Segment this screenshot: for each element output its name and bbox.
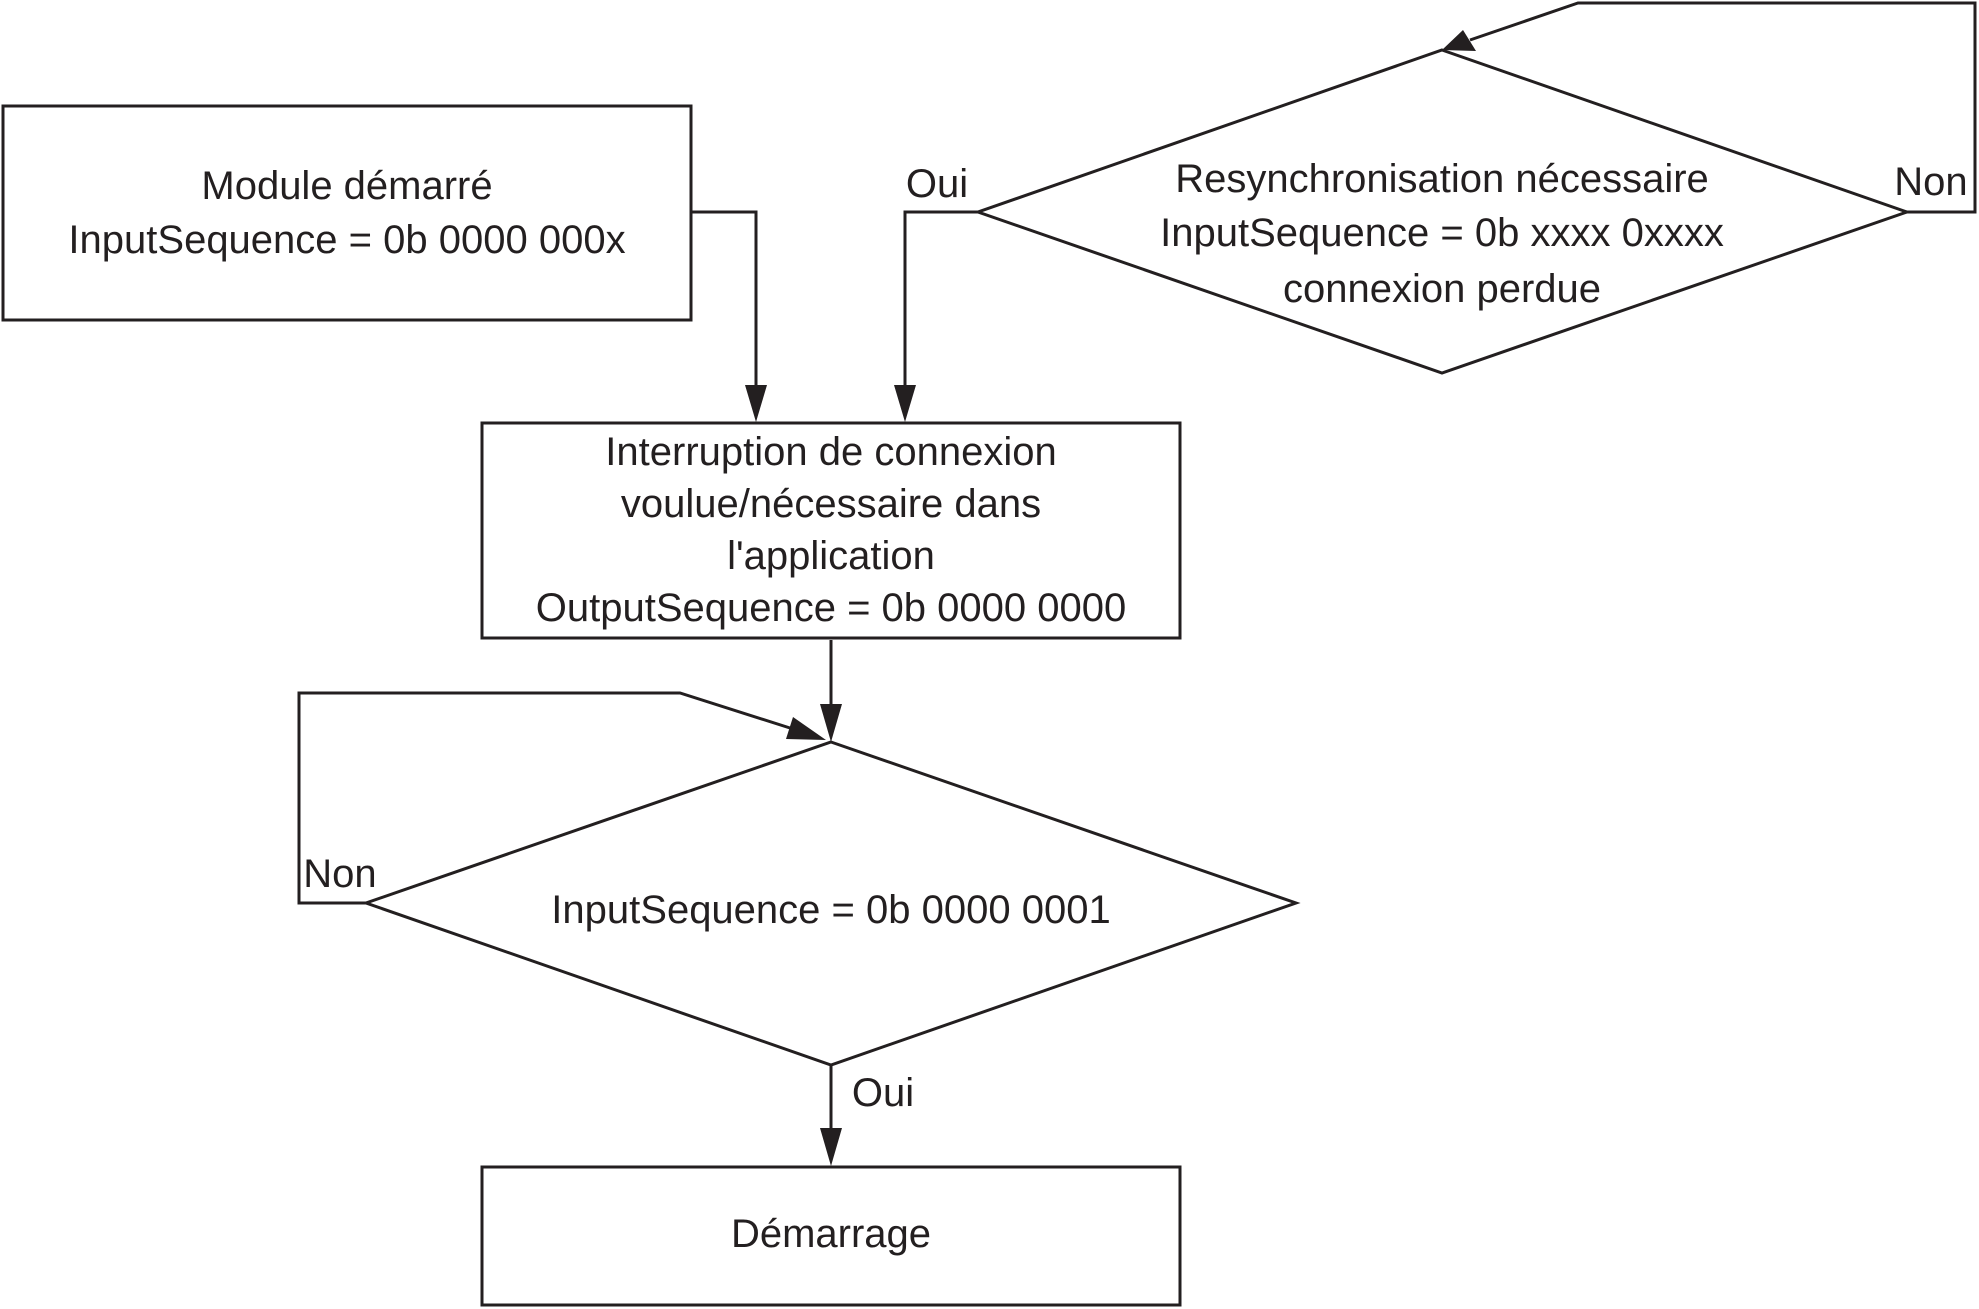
- connector-resync-yes-to-interrupt: [903, 210, 978, 388]
- connector-input-no-loop: [297, 691, 791, 905]
- interrupt-box-line-3: l'application: [727, 534, 935, 578]
- interrupt-box-line-4: OutputSequence = 0b 0000 0000: [536, 586, 1127, 630]
- input-no-label: Non: [303, 852, 376, 896]
- end-box-label: Démarrage: [731, 1212, 931, 1256]
- interrupt-box-line-1: Interruption de connexion: [605, 430, 1056, 474]
- interrupt-box-line-2: voulue/nécessaire dans: [621, 482, 1041, 526]
- arrowhead-input-yes-to-end: [820, 1128, 842, 1166]
- resync-decision-diamond: [973, 48, 1912, 375]
- input-yes-label: Oui: [852, 1071, 914, 1115]
- resync-no-label: Non: [1894, 160, 1967, 204]
- interrupt-box: [480, 421, 1182, 640]
- arrowhead-resync-yes-to-interrupt: [894, 385, 916, 422]
- resync-yes-label: Oui: [906, 162, 968, 206]
- start-box-line-1: Module démarré: [201, 164, 492, 208]
- input-decision-line-1: InputSequence = 0b 0000 0001: [551, 888, 1110, 932]
- input-decision-diamond: [361, 740, 1301, 1067]
- resync-decision-line-3: connexion perdue: [1283, 267, 1601, 311]
- end-box: [480, 1165, 1182, 1307]
- arrowhead-interrupt-to-input: [820, 704, 842, 742]
- arrowhead-resync-no-loop: [1442, 30, 1476, 51]
- resync-decision-line-1: Resynchronisation nécessaire: [1175, 157, 1709, 201]
- arrowhead-input-no-loop: [786, 717, 826, 740]
- connector-resync-no-loop: [1469, 1, 1977, 214]
- start-box-line-2: InputSequence = 0b 0000 000x: [68, 218, 625, 262]
- start-box: [1, 104, 693, 322]
- connector-start-to-interrupt: [691, 210, 758, 388]
- resync-decision-line-2: InputSequence = 0b xxxx 0xxxx: [1160, 211, 1724, 255]
- arrowhead-start-to-interrupt: [745, 385, 767, 422]
